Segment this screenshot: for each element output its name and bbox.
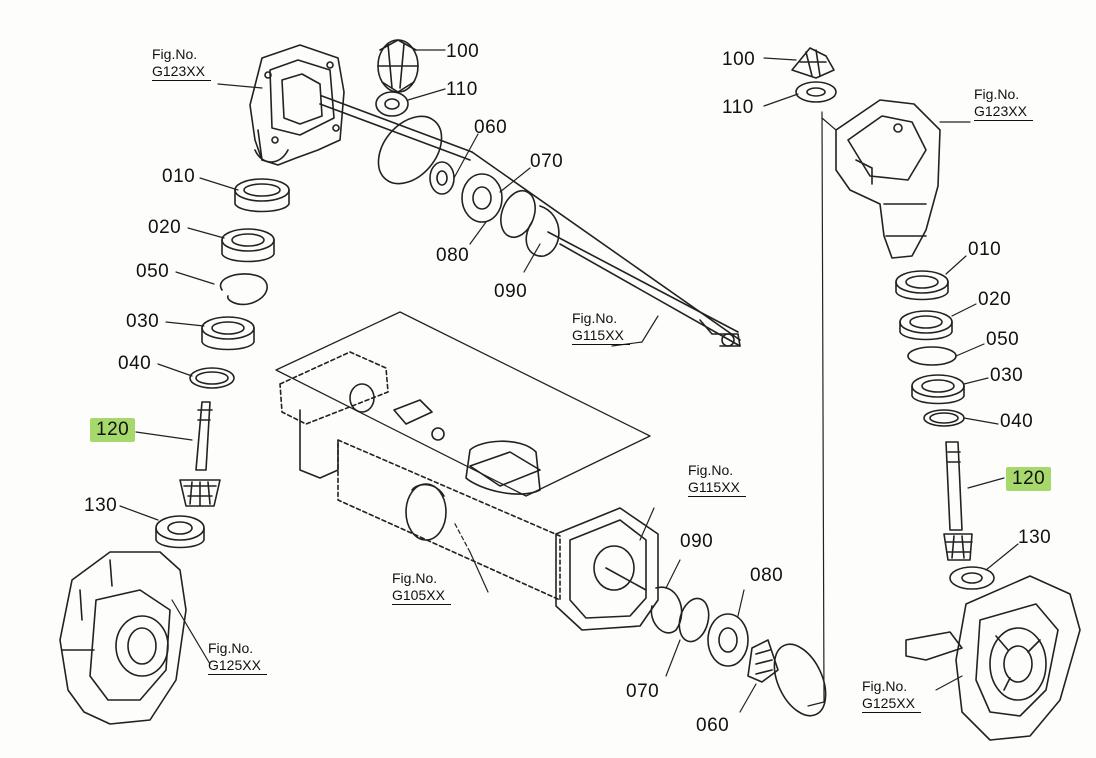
label-right-110: 110 (722, 97, 754, 118)
center-leader-lines (453, 507, 655, 593)
left-seal-010 (234, 178, 290, 213)
left-bearing-130 (155, 515, 205, 549)
label-left-010: 010 (162, 166, 196, 187)
right-bearing-110 (795, 81, 837, 103)
left-horizontal-shaft (319, 95, 741, 347)
figref-code: G105XX (392, 587, 451, 605)
center-small-leaders (665, 559, 757, 713)
label-right-010: 010 (968, 239, 1002, 260)
figref-code: G125XX (208, 657, 267, 675)
figref-prefix: Fig.No. (974, 86, 1020, 102)
left-shaft-oring (377, 115, 443, 185)
label-left-090: 090 (494, 281, 528, 302)
left-leader-lines (119, 49, 659, 665)
right-lower-gear-case (905, 575, 1081, 741)
label-right-030: 030 (990, 365, 1024, 386)
right-seal-020 (899, 310, 953, 341)
label-left-030: 030 (126, 311, 160, 332)
left-seal-020 (221, 228, 275, 263)
label-right-130: 130 (1018, 527, 1052, 548)
label-right-040: 040 (1000, 411, 1034, 432)
label-left-050: 050 (136, 261, 170, 282)
figref-center-axle: Fig.No. G105XX (392, 570, 451, 605)
figref-right-bottom: Fig.No. G125XX (862, 678, 921, 713)
label-left-130: 130 (84, 495, 118, 516)
label-left-100: 100 (446, 41, 480, 62)
label-right-120-highlighted: 120 (1006, 467, 1052, 491)
label-center-070: 070 (626, 681, 660, 702)
right-bearing-130 (949, 566, 995, 590)
left-seal-030 (201, 316, 255, 351)
figref-code: G123XX (974, 103, 1033, 121)
label-left-070: 070 (530, 151, 564, 172)
label-right-020: 020 (978, 289, 1012, 310)
figref-right-top: Fig.No. G123XX (974, 86, 1033, 121)
left-pinion-shaft-120 (179, 401, 221, 507)
right-pinion-shaft-120 (943, 441, 973, 561)
left-lower-gear-case (59, 551, 187, 725)
label-left-040: 040 (118, 353, 152, 374)
center-gear-060 (747, 639, 779, 683)
figref-code: G115XX (688, 479, 746, 497)
label-center-090: 090 (680, 531, 714, 552)
figref-left-top: Fig.No. G123XX (152, 46, 211, 81)
label-center-080: 080 (750, 565, 784, 586)
center-ring-070 (678, 597, 710, 643)
right-upper-gear-case (835, 99, 941, 259)
label-left-060: 060 (474, 117, 508, 138)
left-upper-gear-case (249, 44, 345, 166)
figref-center-top: Fig.No. G115XX (688, 462, 746, 497)
figref-left-shaft: Fig.No. G115XX (572, 310, 630, 345)
figref-code: G115XX (572, 327, 630, 345)
left-snap-ring-090 (525, 205, 560, 257)
label-right-050: 050 (986, 329, 1020, 350)
left-gear-100 (377, 39, 419, 93)
figref-prefix: Fig.No. (152, 46, 198, 62)
right-snap-ring-050 (907, 346, 957, 366)
right-oring-040 (923, 409, 965, 427)
left-oring-040 (189, 367, 235, 389)
center-snap-ring-090 (650, 586, 683, 634)
left-gear-060 (429, 161, 455, 195)
center-bearing-080 (707, 613, 749, 667)
figref-prefix: Fig.No. (688, 462, 734, 478)
figref-prefix: Fig.No. (862, 678, 908, 694)
label-right-100: 100 (722, 49, 756, 70)
figref-code: G125XX (862, 695, 921, 713)
right-reference-line (807, 111, 825, 707)
left-bearing-110 (375, 91, 409, 117)
figref-left-bottom: Fig.No. G125XX (208, 640, 267, 675)
left-ring-070 (500, 189, 536, 239)
right-seal-010 (895, 270, 949, 301)
figref-prefix: Fig.No. (392, 570, 438, 586)
figref-prefix: Fig.No. (208, 640, 254, 656)
label-left-020: 020 (148, 217, 182, 238)
right-gear-100 (791, 47, 835, 79)
label-center-060: 060 (696, 715, 730, 736)
center-oring (773, 643, 827, 717)
figref-code: G123XX (152, 63, 211, 81)
label-left-080: 080 (436, 245, 470, 266)
label-left-110: 110 (446, 79, 478, 100)
left-bearing-080 (461, 173, 503, 223)
center-axle-housing (275, 311, 659, 631)
right-seal-030 (911, 374, 965, 405)
figref-prefix: Fig.No. (572, 310, 618, 326)
left-snap-ring-050 (219, 273, 268, 306)
label-left-120-highlighted: 120 (90, 418, 136, 442)
right-leader-lines (763, 57, 1019, 691)
